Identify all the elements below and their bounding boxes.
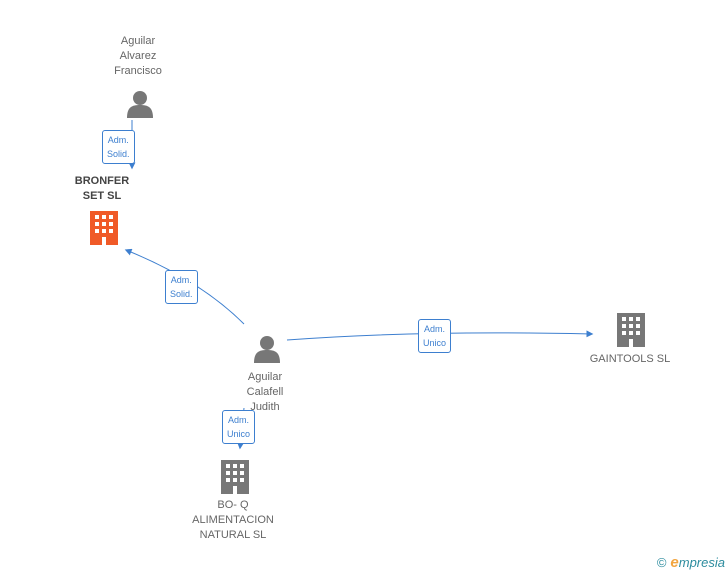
edge-label-center-to-boq[interactable]: Adm. Unico (222, 410, 256, 444)
building-icon[interactable] (90, 211, 118, 245)
copyright-symbol: © (656, 555, 667, 570)
building-icon[interactable] (617, 313, 645, 347)
node-label-boq[interactable]: BO- Q ALIMENTACION NATURAL SL (192, 499, 274, 541)
brand-name: mpresia (678, 555, 725, 570)
building-icon[interactable] (221, 460, 249, 494)
node-label-bronfer[interactable]: BRONFER SET SL (74, 175, 130, 202)
node-label-person-top[interactable]: Aguilar Alvarez Francisco (114, 35, 162, 77)
node-label-person-center[interactable]: Aguilar Calafell Judith (246, 371, 284, 413)
person-icon[interactable] (254, 336, 280, 363)
edge-label-top-to-bronfer[interactable]: Adm. Solid. (102, 130, 135, 164)
person-icon[interactable] (127, 91, 153, 118)
edge-label-center-to-gaintools[interactable]: Adm. Unico (418, 319, 452, 353)
edge-label-center-to-bronfer[interactable]: Adm. Solid. (165, 270, 198, 304)
brand-initial: e (670, 554, 679, 571)
node-label-gaintools[interactable]: GAINTOOLS SL (589, 353, 671, 365)
brand-logo: © empresia (657, 554, 725, 571)
